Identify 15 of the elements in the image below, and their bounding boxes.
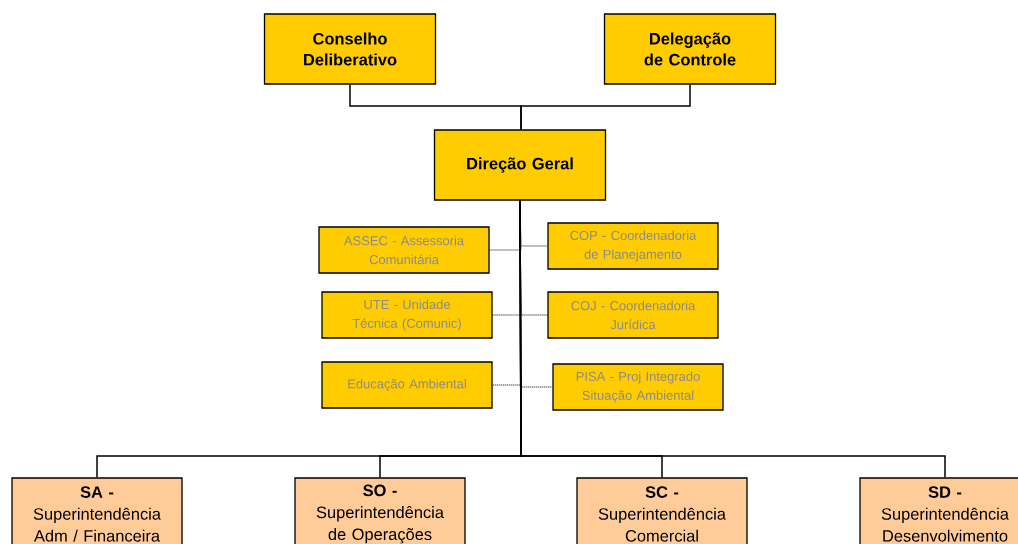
connector-line xyxy=(519,199,946,479)
org-box: Delegação de Controle xyxy=(603,13,777,85)
department-box: SC - Superintendência Comercial xyxy=(576,477,748,544)
department-box: SA - Superintendência Adm / Financeira xyxy=(11,477,183,544)
staff-box: PISA - Proj Integrado Situação Ambiental xyxy=(552,363,724,411)
staff-box: COJ - Coordenadoria Jurídica xyxy=(547,291,719,339)
org-box: Conselho Deliberativo xyxy=(263,13,437,85)
staff-box: UTE - Unidade Técnica (Comunic) xyxy=(321,291,493,339)
department-box: SD - Superintendência Desenvolvimento xyxy=(859,477,1018,544)
connector-line xyxy=(520,83,691,131)
staff-box: COP - Coordenadoria de Planejamento xyxy=(547,222,719,270)
org-box: Direção Geral xyxy=(433,129,607,201)
staff-box: Educação Ambiental xyxy=(321,361,493,409)
staff-box: ASSEC - Assessoria Comunitária xyxy=(318,226,490,274)
department-box: SO - Superintendência de Operações xyxy=(294,477,466,544)
